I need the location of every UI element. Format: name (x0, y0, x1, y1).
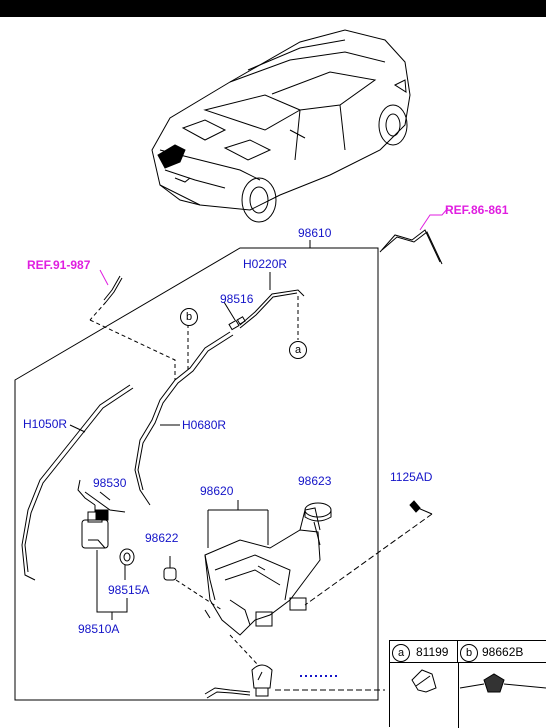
callout-a: a (289, 341, 307, 359)
assembly-frame (14, 247, 379, 701)
legend-code-81199[interactable]: 81199 (416, 645, 449, 659)
part-label-98510a[interactable]: 98510A (78, 622, 120, 636)
part-label-h0680r[interactable]: H0680R (182, 418, 227, 432)
h0680r-hose (134, 331, 231, 506)
part-label-98530[interactable]: 98530 (93, 476, 127, 490)
part-label-98623[interactable]: 98623 (298, 474, 332, 488)
h1050r-hose (21, 384, 131, 581)
part-label-98516[interactable]: 98516 (220, 292, 254, 306)
cap-98623 (304, 502, 332, 518)
grommet-98515a (119, 548, 135, 566)
part-label-98515a[interactable]: 98515A (108, 583, 150, 597)
header-bar (0, 0, 546, 17)
bolt-1125ad (409, 500, 433, 515)
part-label-98610[interactable]: 98610 (298, 226, 332, 240)
car-illustration (151, 29, 411, 223)
ref-86-861-link[interactable]: REF.86-861 (445, 203, 509, 217)
pump-98510a (77, 479, 126, 549)
legend-callout-b: b (460, 644, 478, 662)
ref91-hose (103, 275, 121, 301)
callout-b: b (180, 308, 198, 326)
ref-91-987-link[interactable]: REF.91-987 (27, 258, 91, 272)
level-sensor (204, 634, 273, 699)
grommet-98622 (163, 567, 177, 581)
connector-98516 (228, 319, 240, 331)
legend-code-98662b[interactable]: 98662B (482, 645, 524, 659)
legend-icon-98662b (459, 673, 546, 693)
legend-cell-a: a 81199 (390, 641, 458, 663)
part-label-98620[interactable]: 98620 (200, 484, 234, 498)
legend-table: a 81199 b 98662B (389, 640, 546, 728)
car-highlight (157, 144, 186, 169)
part-label-h0220r[interactable]: H0220R (243, 257, 288, 271)
legend-icon-81199 (411, 669, 437, 693)
part-label-h1050r[interactable]: H1050R (23, 417, 68, 431)
legend-cell-b: b 98662B (458, 641, 546, 663)
ref86-hose (379, 229, 441, 263)
part-label-1125ad[interactable]: 1125AD (390, 470, 433, 484)
part-label-98622[interactable]: 98622 (145, 531, 179, 545)
legend-divider (458, 663, 459, 728)
h0220r-hose (239, 289, 305, 326)
reservoir-98620 (204, 507, 321, 636)
legend-callout-a: a (392, 644, 410, 662)
